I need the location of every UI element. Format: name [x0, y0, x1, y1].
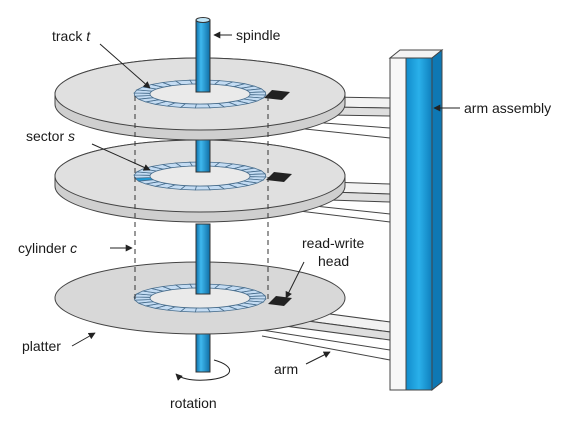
spindle-segment-3 — [195, 223, 211, 295]
cylinder-label: cylinder c — [18, 240, 77, 256]
platter-leader — [71, 332, 96, 347]
sector-leader — [91, 143, 151, 171]
head-label: head — [318, 253, 349, 269]
rotation-arrow — [175, 359, 231, 381]
track-label: track t — [52, 28, 91, 44]
track-middle — [133, 161, 267, 191]
track-top — [133, 79, 267, 109]
read-write-head-middle — [266, 172, 292, 182]
arm-label: arm — [274, 361, 298, 377]
platter-middle — [54, 139, 346, 223]
track-sector — [194, 307, 211, 313]
arm-assembly-label: arm assembly — [464, 100, 551, 116]
arm-assembly — [388, 48, 444, 392]
read-write-label: read-write — [302, 235, 364, 251]
read-write-head-top — [264, 90, 290, 100]
cylinder-outline — [134, 96, 269, 300]
track-leader — [99, 43, 151, 89]
rotation-label: rotation — [170, 395, 217, 411]
track-sector — [194, 103, 211, 109]
spindle-upper — [195, 17, 211, 93]
track-bottom — [133, 283, 267, 313]
spindle-label: spindle — [236, 27, 281, 43]
track-sector — [194, 185, 211, 191]
platter-top — [54, 57, 346, 141]
head-leader — [285, 261, 305, 299]
sector-label: sector s — [26, 128, 75, 144]
arm-leader — [305, 351, 331, 365]
platter-label: platter — [22, 338, 61, 354]
